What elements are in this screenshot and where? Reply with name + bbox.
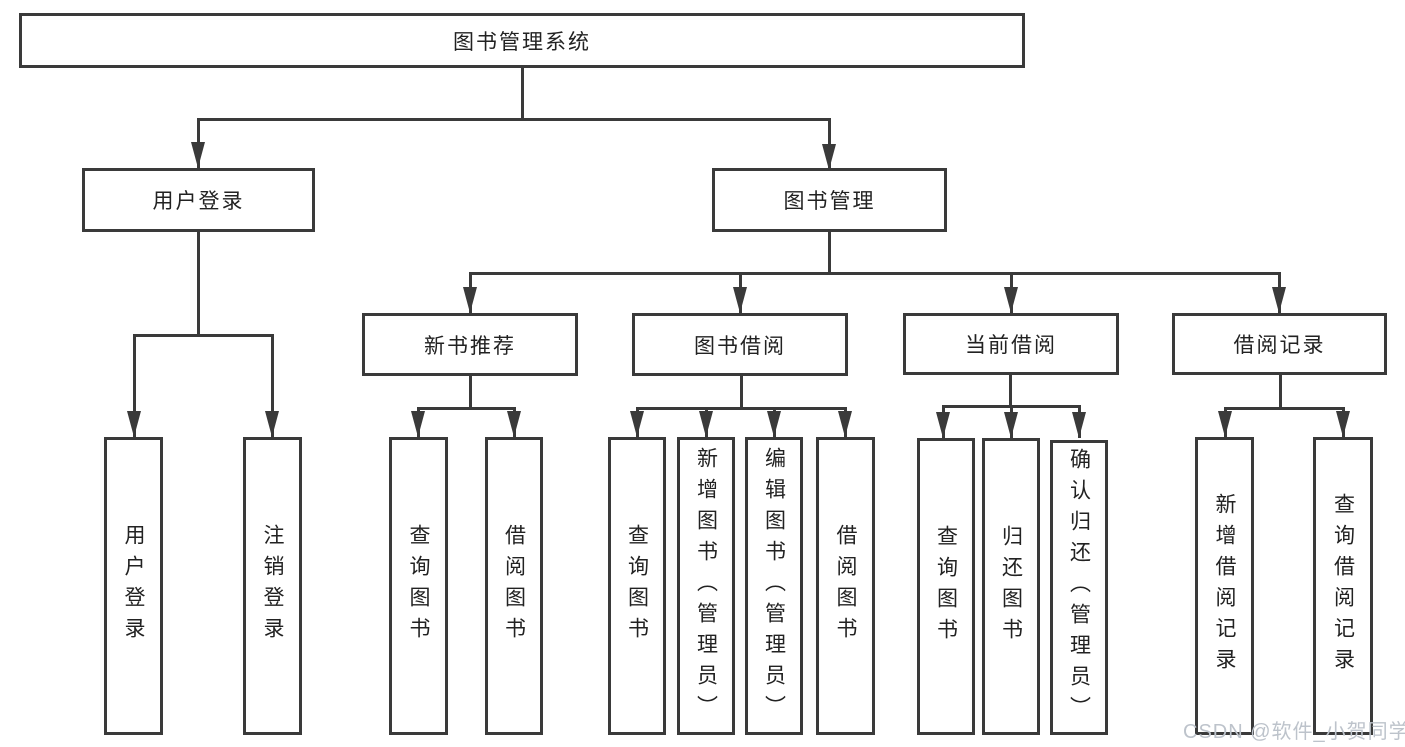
connector-line	[133, 334, 274, 337]
node-user-login: 用户登录	[82, 168, 315, 232]
arrow-down-icon	[767, 411, 781, 437]
leaf-return-book: 归还图书	[982, 438, 1040, 735]
connector-line	[417, 407, 516, 410]
connector-line	[740, 376, 743, 409]
arrow-down-icon	[1218, 411, 1232, 437]
connector-line	[197, 232, 200, 336]
watermark: CSDN @软件_小贺同学	[1183, 721, 1405, 743]
leaf-borrow-book: 借阅图书	[816, 437, 875, 735]
connector-line	[133, 334, 136, 437]
connector-line	[1224, 407, 1345, 410]
node-new-book-recommend-label: 新书推荐	[424, 334, 516, 358]
leaf-confirm-return-admin-label: 确认归还（管理员）	[1067, 448, 1091, 727]
arrow-down-icon	[1004, 287, 1018, 313]
arrow-down-icon	[191, 142, 205, 168]
connector-line	[521, 68, 524, 120]
leaf-newbook-query-label: 查询图书	[407, 524, 430, 648]
arrow-down-icon	[936, 412, 950, 438]
leaf-add-borrow-record-label: 新增借阅记录	[1213, 493, 1236, 679]
node-book-management: 图书管理	[712, 168, 947, 232]
arrow-down-icon	[1072, 412, 1086, 438]
leaf-confirm-return-admin: 确认归还（管理员）	[1050, 440, 1108, 735]
leaf-borrow-add-admin: 新增图书（管理员）	[677, 437, 735, 735]
node-borrow-records-label: 借阅记录	[1233, 334, 1326, 357]
arrow-down-icon	[507, 411, 521, 437]
node-book-borrow: 图书借阅	[632, 313, 848, 376]
node-new-book-recommend: 新书推荐	[362, 313, 578, 376]
leaf-logout-label: 注销登录	[261, 524, 284, 648]
node-root-label: 图书管理系统	[453, 30, 591, 54]
arrow-down-icon	[1336, 411, 1350, 437]
node-user-login-label: 用户登录	[152, 190, 245, 213]
arrow-down-icon	[733, 287, 747, 313]
connector-line	[1279, 373, 1282, 409]
leaf-newbook-query: 查询图书	[389, 437, 448, 735]
arrow-down-icon	[1272, 287, 1286, 313]
leaf-borrow-edit-admin-label: 编辑图书（管理员）	[762, 446, 786, 726]
leaf-user-login: 用户登录	[104, 437, 163, 735]
arrow-down-icon	[1004, 412, 1018, 438]
leaf-query-borrow-record: 查询借阅记录	[1313, 437, 1373, 735]
connector-line	[271, 334, 274, 437]
leaf-logout: 注销登录	[243, 437, 302, 735]
leaf-newbook-borrow: 借阅图书	[485, 437, 543, 735]
leaf-current-query: 查询图书	[917, 438, 975, 735]
connector-line	[636, 407, 846, 410]
connector-line	[1009, 375, 1012, 407]
leaf-return-book-label: 归还图书	[999, 524, 1023, 649]
arrow-down-icon	[463, 287, 477, 313]
arrow-down-icon	[630, 411, 644, 437]
leaf-borrow-book-label: 借阅图书	[834, 524, 857, 648]
leaf-borrow-add-admin-label: 新增图书（管理员）	[694, 446, 718, 726]
leaf-user-login-label: 用户登录	[122, 524, 145, 648]
node-book-borrow-label: 图书借阅	[694, 334, 786, 358]
leaf-borrow-query: 查询图书	[608, 437, 666, 735]
connector-line	[469, 272, 1281, 275]
arrow-down-icon	[822, 144, 836, 170]
leaf-newbook-borrow-label: 借阅图书	[502, 524, 526, 648]
arrow-down-icon	[411, 411, 425, 437]
arrow-down-icon	[127, 411, 141, 437]
node-current-borrow-label: 当前借阅	[965, 334, 1057, 357]
leaf-add-borrow-record: 新增借阅记录	[1195, 437, 1254, 735]
connector-line	[197, 118, 831, 121]
arrow-down-icon	[838, 411, 852, 437]
connector-line	[469, 376, 472, 409]
leaf-borrow-edit-admin: 编辑图书（管理员）	[745, 437, 803, 735]
connector-line	[828, 232, 831, 274]
arrow-down-icon	[699, 411, 713, 437]
leaf-current-query-label: 查询图书	[934, 524, 958, 649]
node-current-borrow: 当前借阅	[903, 313, 1119, 375]
leaf-query-borrow-record-label: 查询借阅记录	[1331, 493, 1355, 679]
node-root: 图书管理系统	[19, 13, 1025, 68]
node-borrow-records: 借阅记录	[1172, 313, 1387, 375]
node-book-management-label: 图书管理	[783, 190, 876, 213]
leaf-borrow-query-label: 查询图书	[625, 524, 649, 648]
arrow-down-icon	[265, 411, 279, 437]
